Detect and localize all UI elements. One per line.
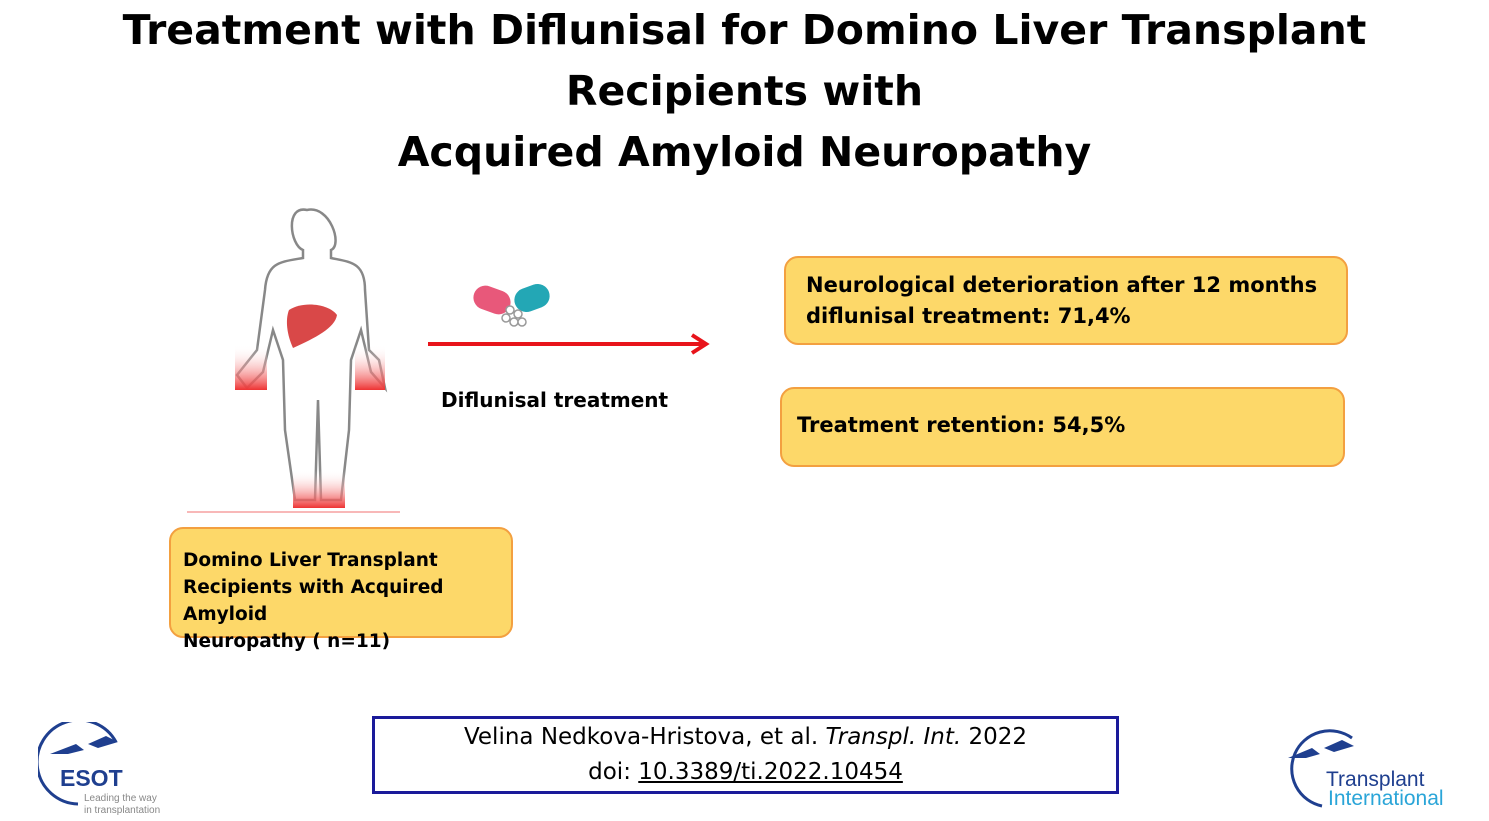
human-body-illustration [187, 208, 400, 513]
svg-text:Leading the way: Leading the way [84, 793, 157, 804]
svg-text:International: International [1328, 787, 1444, 810]
result-box-treatment-retention: Treatment retention: 54,5% [780, 387, 1345, 467]
population-box: Domino Liver Transplant Recipients with … [169, 527, 513, 652]
pill-capsule-icon [473, 283, 550, 327]
svg-text:ESOT: ESOT [60, 765, 123, 791]
liver-icon [286, 304, 337, 348]
svg-text:in transplantation: in transplantation [84, 805, 160, 816]
svg-text:Transplant: Transplant [1326, 768, 1425, 791]
esot-logo: ESOT Leading the way in transplantation [35, 718, 173, 821]
result-box-neurological-deterioration: Neurological deterioration after 12 mont… [784, 256, 1348, 345]
doi-link[interactable]: 10.3389/ti.2022.10454 [638, 759, 903, 785]
citation-box: Velina Nedkova-Hristova, et al. Transpl.… [372, 716, 1119, 794]
treatment-label: Diflunisal treatment [441, 388, 669, 412]
page-title: Treatment with Diflunisal for Domino Liv… [122, 6, 1367, 176]
treatment-arrow [428, 333, 710, 355]
transplant-international-logo: Transplant International [1282, 726, 1472, 815]
